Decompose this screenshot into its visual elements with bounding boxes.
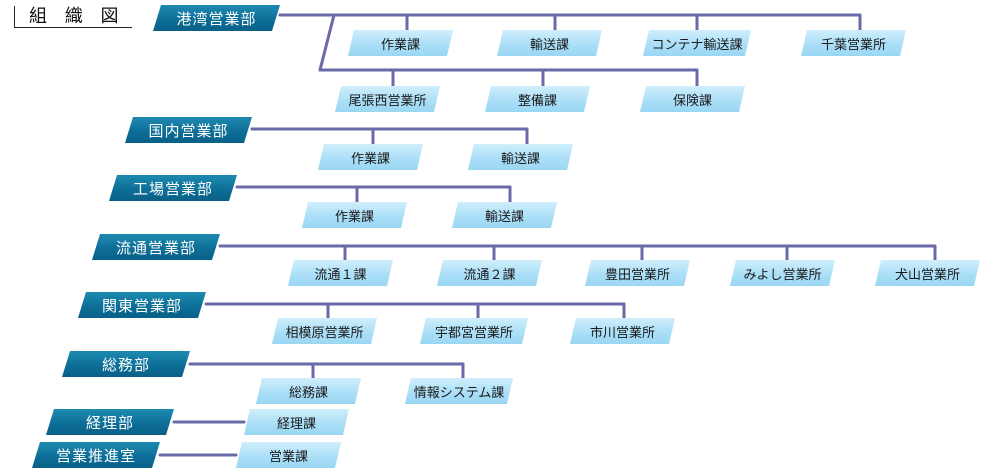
page-title: 組 織 図 bbox=[14, 6, 132, 28]
section-keiri-keiri[interactable]: 経理課 bbox=[244, 409, 349, 435]
section-ryutsu-miyoshi[interactable]: みよし営業所 bbox=[730, 260, 835, 286]
section-somu-somu[interactable]: 総務課 bbox=[256, 378, 361, 404]
dept-eigyo[interactable]: 営業推進室 bbox=[32, 442, 160, 468]
dept-somu[interactable]: 総務部 bbox=[62, 351, 190, 377]
section-kowan-chiba[interactable]: 千葉営業所 bbox=[801, 30, 906, 56]
section-kowan-seibi[interactable]: 整備課 bbox=[485, 86, 590, 112]
section-ryutsu-toyota[interactable]: 豊田営業所 bbox=[585, 260, 690, 286]
section-kanto-utsunomiya[interactable]: 宇都宮営業所 bbox=[420, 318, 528, 344]
section-somu-joho[interactable]: 情報システム課 bbox=[405, 378, 513, 404]
section-kowan-hoken[interactable]: 保険課 bbox=[640, 86, 745, 112]
section-kanto-ichikawa[interactable]: 市川営業所 bbox=[570, 318, 675, 344]
section-kowan-sagyo[interactable]: 作業課 bbox=[348, 30, 453, 56]
section-ryutsu-2[interactable]: 流通２課 bbox=[437, 260, 542, 286]
section-kanto-sagamihara[interactable]: 相模原営業所 bbox=[272, 318, 377, 344]
section-kokunai-yuso[interactable]: 輸送課 bbox=[468, 144, 573, 170]
section-ryutsu-inuyama[interactable]: 犬山営業所 bbox=[875, 260, 980, 286]
section-kowan-container[interactable]: コンテナ輸送課 bbox=[643, 30, 751, 56]
section-kowan-yuso[interactable]: 輸送課 bbox=[497, 30, 602, 56]
dept-kojo[interactable]: 工場営業部 bbox=[109, 175, 237, 201]
dept-kowan[interactable]: 港湾営業部 bbox=[153, 5, 280, 31]
dept-ryutsu[interactable]: 流通営業部 bbox=[92, 234, 220, 260]
section-eigyo-eigyo[interactable]: 営業課 bbox=[236, 442, 341, 468]
connector-line bbox=[318, 13, 336, 72]
section-kowan-owari[interactable]: 尾張西営業所 bbox=[335, 86, 440, 112]
section-ryutsu-1[interactable]: 流通１課 bbox=[288, 260, 393, 286]
section-kokunai-sagyo[interactable]: 作業課 bbox=[318, 144, 423, 170]
section-kojo-sagyo[interactable]: 作業課 bbox=[302, 202, 407, 228]
dept-kanto[interactable]: 関東営業部 bbox=[78, 292, 206, 318]
dept-kokunai[interactable]: 国内営業部 bbox=[125, 117, 252, 143]
dept-keiri[interactable]: 経理部 bbox=[46, 409, 174, 435]
section-kojo-yuso[interactable]: 輸送課 bbox=[452, 202, 557, 228]
